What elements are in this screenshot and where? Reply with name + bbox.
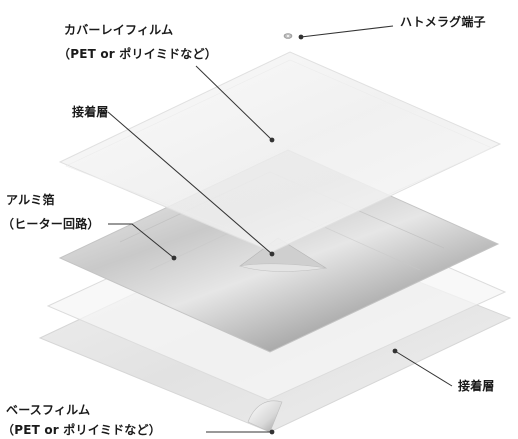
leader-coverlay	[195, 65, 273, 141]
leader-dot-adhesive-top	[269, 251, 275, 257]
adhesive-bottom-label: 接着層	[458, 379, 495, 393]
adhesive-layer-top	[239, 237, 328, 272]
leader-adhesive-bottom	[394, 350, 453, 387]
leader-lines	[107, 25, 453, 433]
leader-dot-foil	[171, 255, 177, 261]
leader-foil	[108, 223, 175, 259]
leader-dot-terminal	[298, 34, 304, 40]
base-film-label: ベースフィルム	[6, 403, 91, 417]
leader-adhesive-top	[107, 111, 273, 255]
base-film-material-label: （PET or ポリイミドなど）	[2, 423, 161, 437]
leader-dot-coverlay	[269, 137, 275, 143]
adhesive-top-label: 接着層	[72, 105, 109, 119]
coverlay-film-layer	[58, 51, 502, 253]
coverlay-film-material-label: （PET or ポリイミドなど）	[58, 47, 217, 61]
leader-dot-base-film	[269, 429, 275, 435]
terminal-label: ハトメラグ端子	[400, 15, 486, 29]
heater-circuit-label: （ヒーター回路）	[2, 217, 100, 231]
aluminum-foil-label: アルミ箔	[6, 193, 55, 207]
leader-terminal	[300, 25, 394, 38]
eyelet-terminal-icon	[283, 33, 293, 39]
leader-dots	[171, 34, 398, 435]
leader-dot-adhesive-bottom	[392, 348, 398, 354]
coverlay-film-label: カバーレイフィルム	[64, 23, 174, 37]
